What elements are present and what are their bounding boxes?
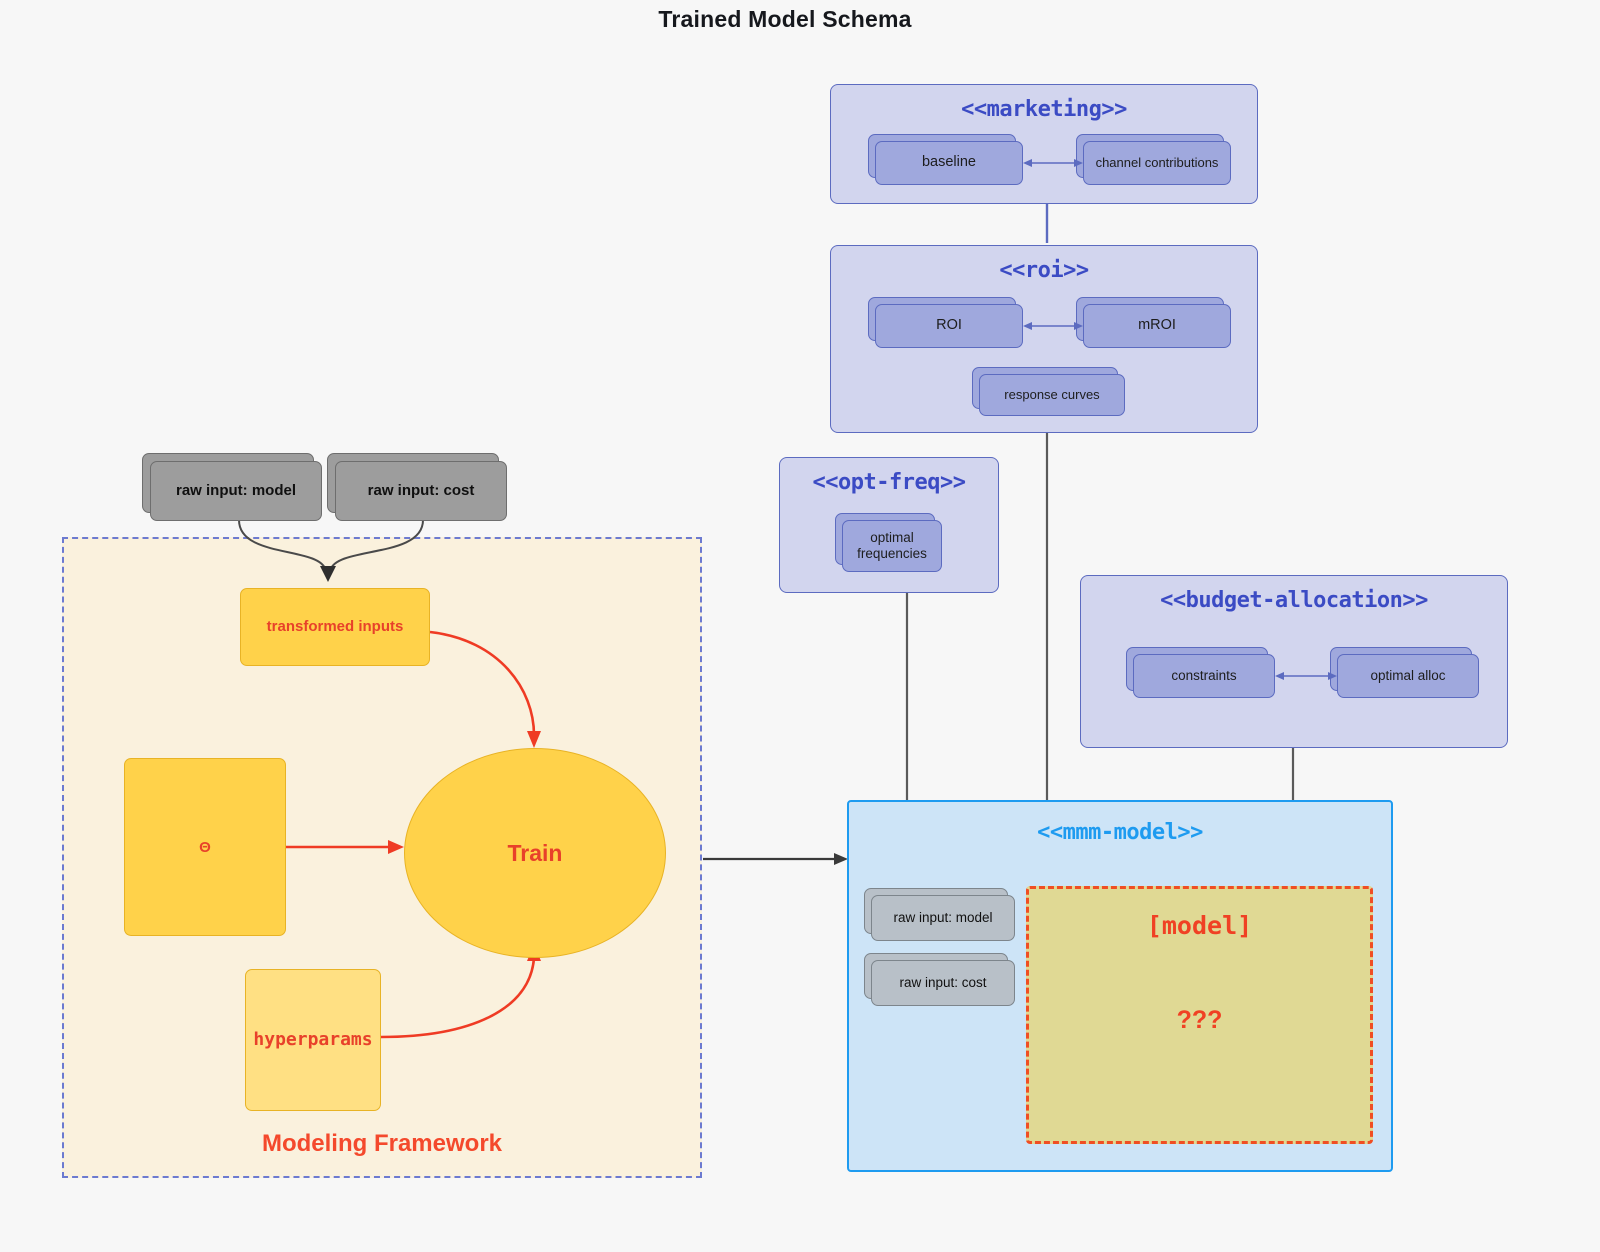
hyperparams-node[interactable]: hyperparams bbox=[231, 955, 381, 1111]
optimal-frequencies-label-line1: optimal bbox=[870, 529, 914, 545]
roi-label: ROI bbox=[936, 317, 962, 334]
train-label: Train bbox=[507, 839, 563, 866]
roi-node[interactable]: ROI bbox=[868, 297, 1023, 348]
card-face: mROI bbox=[1083, 304, 1231, 348]
card-face: baseline bbox=[875, 141, 1023, 185]
card-face: hyperparams bbox=[245, 969, 381, 1111]
card-face: Θ bbox=[124, 758, 286, 936]
marketing-baseline-node[interactable]: baseline bbox=[868, 134, 1023, 185]
package-opt-freq: <<opt-freq>> optimal frequencies bbox=[779, 457, 999, 593]
card-face: response curves bbox=[979, 374, 1125, 416]
page-title: Trained Model Schema bbox=[658, 6, 912, 32]
package-roi-title: <<roi>> bbox=[999, 258, 1089, 283]
raw-input-model-node[interactable]: raw input: model bbox=[142, 453, 322, 521]
card-face: raw input: cost bbox=[335, 461, 507, 521]
marketing-link-layer bbox=[1023, 159, 1083, 167]
marketing-channel-contributions-label: channel contributions bbox=[1095, 155, 1219, 171]
theta-symbol: Θ bbox=[199, 838, 211, 856]
card-face: transformed inputs bbox=[240, 588, 430, 666]
model-placeholder-box[interactable]: [model] ??? bbox=[1026, 886, 1373, 1144]
optimal-frequencies-node[interactable]: optimal frequencies bbox=[835, 513, 942, 572]
model-placeholder-title: [model] bbox=[1146, 911, 1253, 940]
transformed-inputs-label: transformed inputs bbox=[266, 618, 404, 635]
mroi-node[interactable]: mROI bbox=[1076, 297, 1231, 348]
package-marketing: <<marketing>> baseline channel contribut… bbox=[830, 84, 1258, 204]
response-curves-label: response curves bbox=[1004, 387, 1100, 403]
raw-input-model-label: raw input: model bbox=[176, 482, 296, 499]
optimal-alloc-node[interactable]: optimal alloc bbox=[1330, 647, 1479, 698]
mmm-raw-input-model-label: raw input: model bbox=[893, 909, 993, 925]
card-face: optimal alloc bbox=[1337, 654, 1479, 698]
mmm-raw-input-model-node[interactable]: raw input: model bbox=[864, 888, 1015, 941]
hyperparams-label: hyperparams bbox=[253, 1029, 373, 1051]
budget-link-layer bbox=[1275, 672, 1337, 680]
card-face: raw input: cost bbox=[871, 960, 1015, 1006]
package-budget-allocation: <<budget-allocation>> constraints optima… bbox=[1080, 575, 1508, 748]
constraints-node[interactable]: constraints bbox=[1126, 647, 1275, 698]
framework-label: Modeling Framework bbox=[261, 1130, 503, 1157]
arrowhead-train-mmm bbox=[834, 853, 848, 865]
card-face: raw input: model bbox=[871, 895, 1015, 941]
optimal-alloc-label: optimal alloc bbox=[1370, 667, 1446, 683]
optimal-frequencies-label-line2: frequencies bbox=[857, 546, 927, 561]
mroi-label: mROI bbox=[1138, 317, 1176, 334]
model-placeholder-question: ??? bbox=[1176, 1006, 1223, 1034]
card-face: constraints bbox=[1133, 654, 1275, 698]
mmm-raw-input-cost-node[interactable]: raw input: cost bbox=[864, 953, 1015, 1006]
mmm-raw-input-cost-label: raw input: cost bbox=[899, 974, 987, 990]
package-mmm-model: <<mmm-model>> raw input: model raw input… bbox=[847, 800, 1393, 1172]
package-opt-freq-title: <<opt-freq>> bbox=[812, 470, 966, 495]
marketing-channel-contributions-node[interactable]: channel contributions bbox=[1076, 134, 1231, 185]
package-mmm-model-title: <<mmm-model>> bbox=[1037, 820, 1203, 845]
package-marketing-title: <<marketing>> bbox=[961, 97, 1127, 122]
theta-node[interactable]: Θ bbox=[110, 744, 286, 936]
roi-link-layer bbox=[1023, 322, 1083, 330]
card-face: channel contributions bbox=[1083, 141, 1231, 185]
train-ellipse[interactable]: Train bbox=[404, 748, 666, 958]
package-roi: <<roi>> ROI mROI response curves bbox=[830, 245, 1258, 433]
package-budget-allocation-title: <<budget-allocation>> bbox=[1160, 588, 1428, 613]
transformed-inputs-node[interactable]: transformed inputs bbox=[230, 578, 430, 666]
raw-input-cost-label: raw input: cost bbox=[367, 482, 475, 499]
card-face: ROI bbox=[875, 304, 1023, 348]
response-curves-node[interactable]: response curves bbox=[972, 367, 1125, 416]
constraints-label: constraints bbox=[1171, 667, 1237, 683]
marketing-baseline-label: baseline bbox=[921, 154, 976, 171]
card-face: optimal frequencies bbox=[842, 520, 942, 572]
card-face: raw input: model bbox=[150, 461, 322, 521]
raw-input-cost-node[interactable]: raw input: cost bbox=[327, 453, 507, 521]
